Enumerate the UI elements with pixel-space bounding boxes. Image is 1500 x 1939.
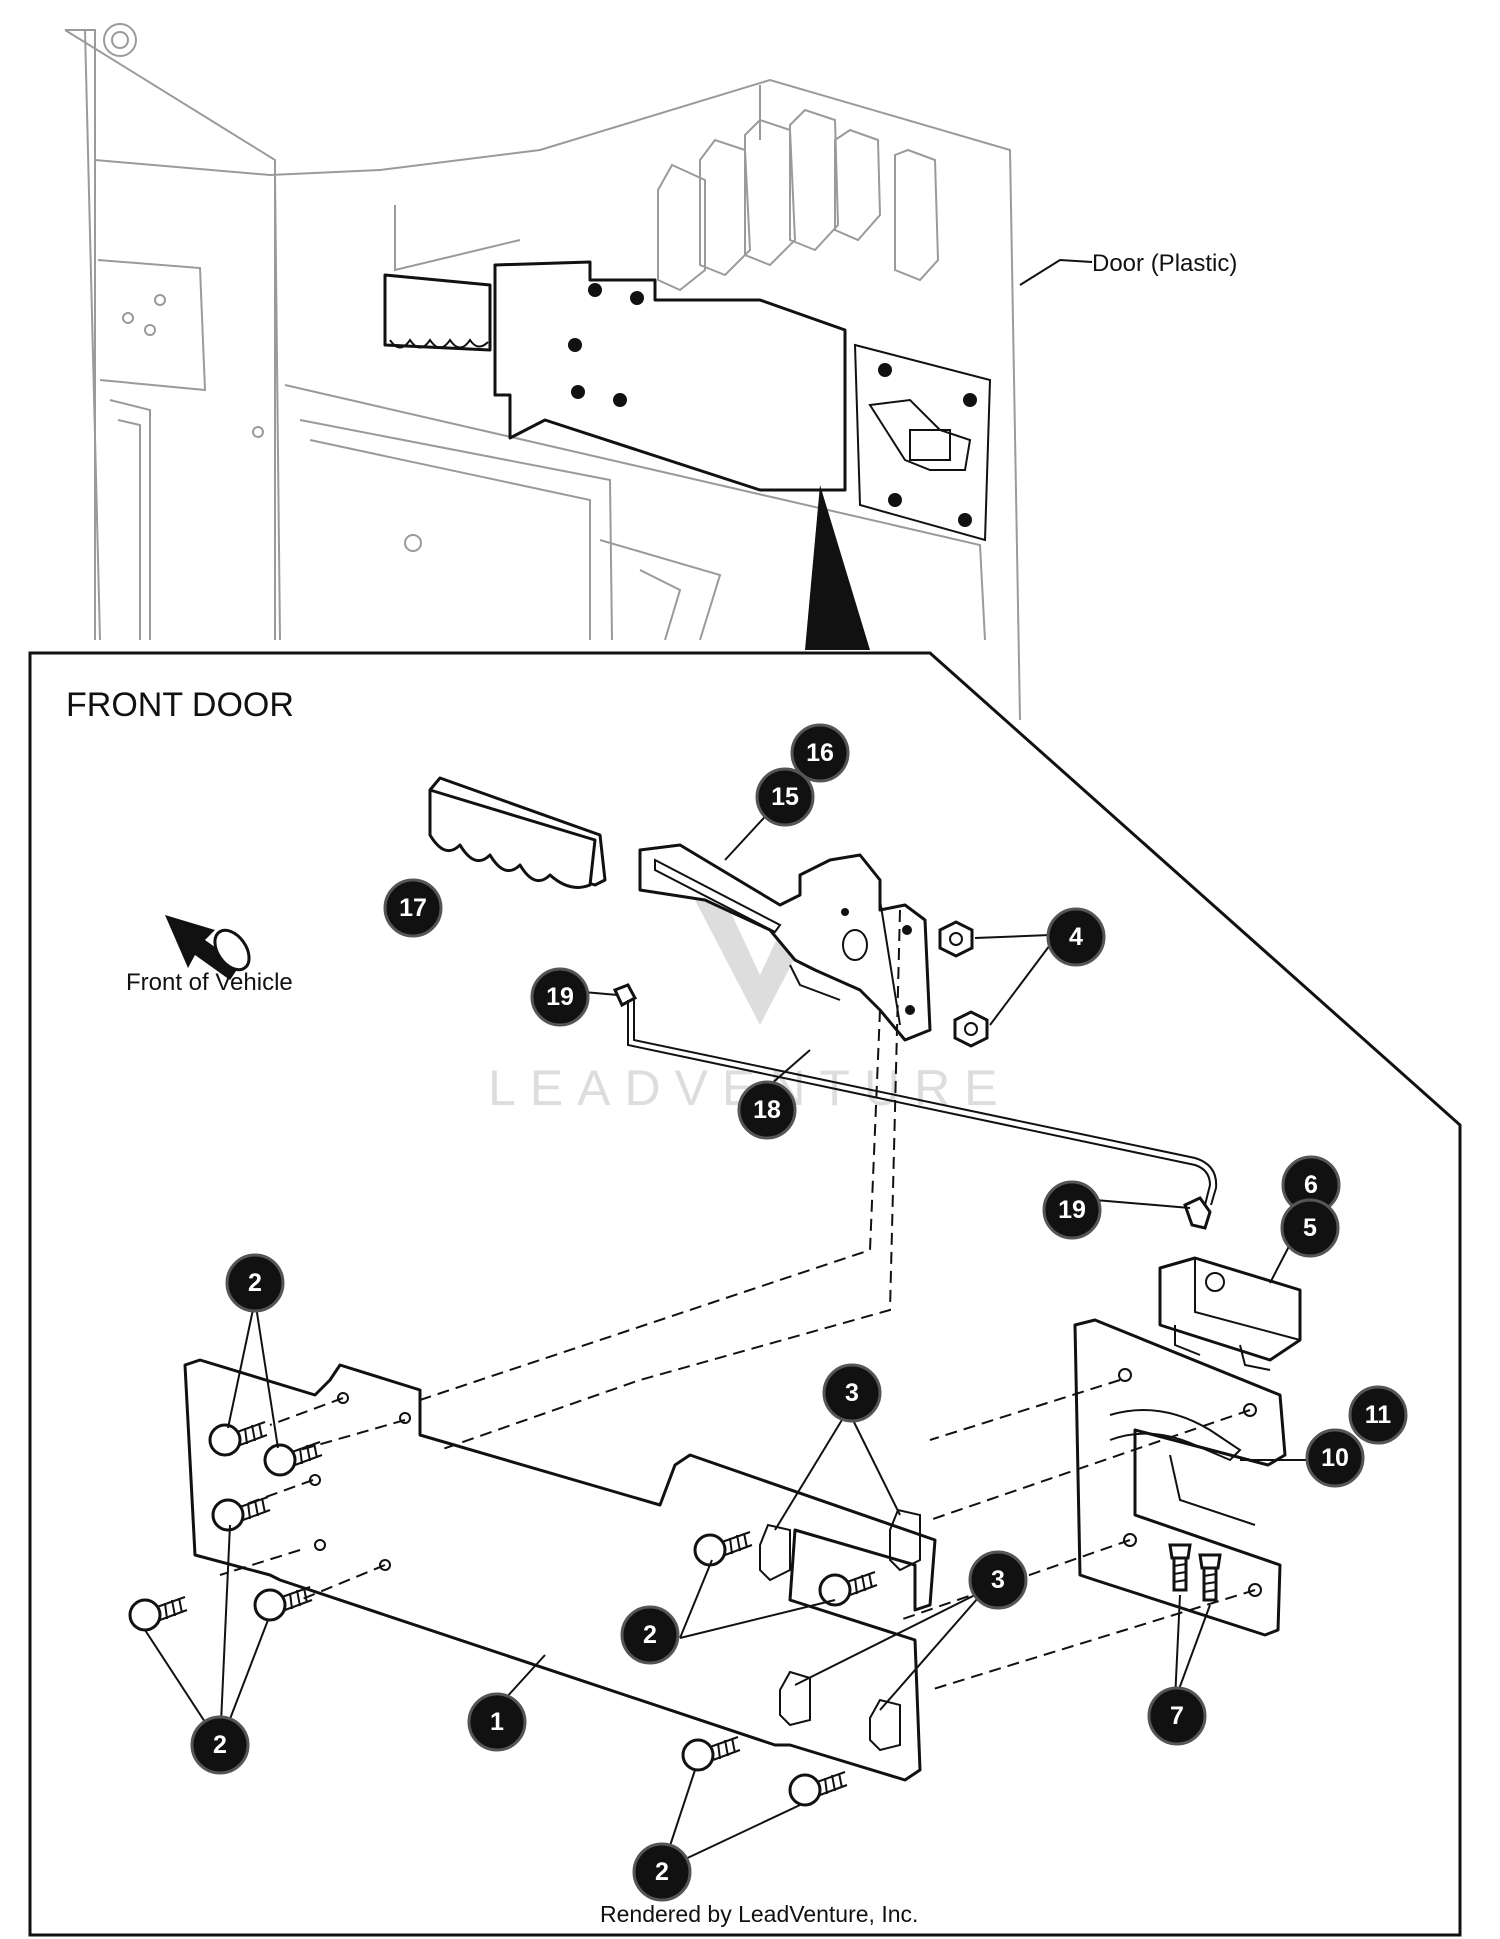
- callout-number: 16: [806, 739, 834, 767]
- bolt: [253, 1586, 313, 1622]
- bolt: [818, 1571, 878, 1607]
- callout-4: 4: [1046, 907, 1106, 967]
- front-of-vehicle-label: Front of Vehicle: [126, 969, 293, 996]
- part-19-clip-lower: [1183, 1196, 1212, 1230]
- bolt: [681, 1736, 741, 1772]
- bolt: [211, 1496, 271, 1532]
- callout-1: 1: [467, 1692, 527, 1752]
- callout-number: 6: [1304, 1171, 1318, 1199]
- callout-number: 10: [1321, 1444, 1349, 1472]
- part-10-striker-bracket: [1073, 1318, 1287, 1637]
- part-15-lever-plate: [638, 843, 932, 1042]
- callout-7: 7: [1147, 1686, 1207, 1746]
- callout-2: 2: [632, 1842, 692, 1902]
- part-4-nuts: [938, 920, 989, 1048]
- callout-number: 15: [771, 783, 799, 811]
- callout-number: 7: [1170, 1702, 1184, 1730]
- credit-text: Rendered by LeadVenture, Inc.: [600, 1901, 918, 1927]
- callout-2: 2: [225, 1253, 285, 1313]
- callout-number: 2: [213, 1731, 227, 1759]
- callout-3: 3: [968, 1550, 1028, 1610]
- callout-number: 18: [753, 1096, 781, 1124]
- callout-15: 15: [755, 767, 815, 827]
- callout-2: 2: [620, 1605, 680, 1665]
- bolt: [788, 1771, 848, 1807]
- bolt: [263, 1441, 323, 1477]
- callout-number: 2: [655, 1858, 669, 1886]
- callout-5: 5: [1280, 1198, 1340, 1258]
- callout-18: 18: [737, 1080, 797, 1140]
- callout-number: 19: [546, 983, 574, 1011]
- callout-number: 3: [991, 1566, 1005, 1594]
- callout-number: 2: [248, 1269, 262, 1297]
- callout-19: 19: [530, 967, 590, 1027]
- callout-10: 10: [1305, 1428, 1365, 1488]
- bolt: [208, 1421, 268, 1457]
- part-5-latch: [1158, 1256, 1302, 1371]
- callout-17: 17: [383, 878, 443, 938]
- callout-3: 3: [822, 1363, 882, 1423]
- front-arrow-icon: [165, 915, 251, 980]
- callout-number: 5: [1303, 1214, 1317, 1242]
- callout-number: 2: [643, 1621, 657, 1649]
- callout-number: 17: [399, 894, 427, 922]
- part-17-handle: [428, 776, 607, 889]
- part-7-screws: [1168, 1543, 1222, 1602]
- callout-19: 19: [1042, 1180, 1102, 1240]
- vehicle-door-illustration: [64, 23, 1093, 721]
- callout-number: 11: [1365, 1401, 1392, 1429]
- callout-number: 1: [490, 1708, 504, 1736]
- callout-6: 6: [1281, 1155, 1341, 1215]
- section-title: FRONT DOOR: [66, 686, 294, 724]
- callout-number: 19: [1058, 1196, 1086, 1224]
- callout-16: 16: [790, 723, 850, 783]
- callout-2: 2: [190, 1715, 250, 1775]
- part-18-rod: [627, 1000, 1218, 1206]
- callout-number: 4: [1069, 923, 1083, 951]
- door-label: Door (Plastic): [1092, 250, 1237, 277]
- callout-number: 3: [845, 1379, 859, 1407]
- part-1-main-plate: [183, 1358, 937, 1782]
- part-19-clip-upper: [612, 983, 638, 1008]
- callout-11: 11: [1348, 1385, 1408, 1445]
- part-2-bolts: [128, 1421, 878, 1807]
